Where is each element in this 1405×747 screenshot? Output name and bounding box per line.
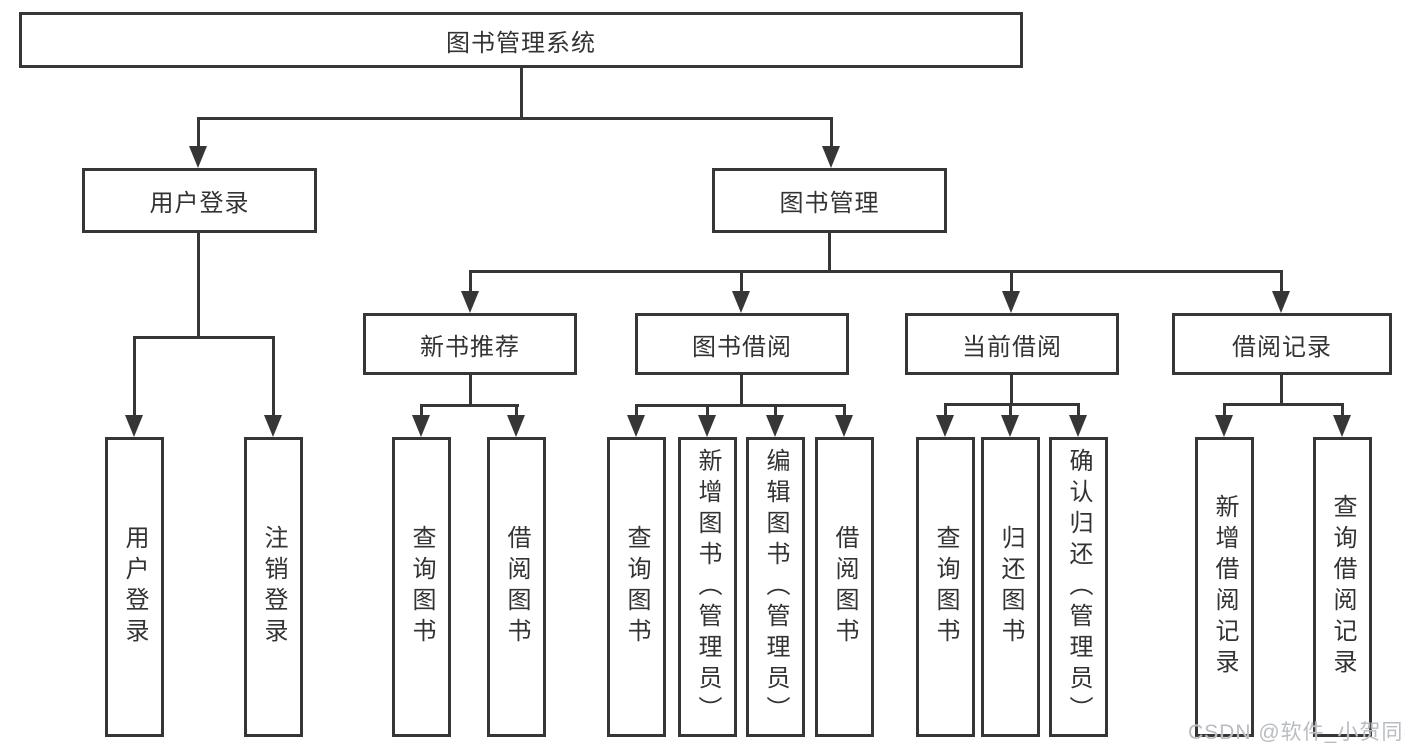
connector-line xyxy=(133,336,275,339)
connector-line xyxy=(774,404,777,417)
connector-line xyxy=(197,117,833,120)
arrow-down-icon xyxy=(835,415,853,437)
connector-line xyxy=(515,404,518,417)
arrow-down-icon xyxy=(461,291,479,313)
connector-line xyxy=(420,404,519,407)
connector-line xyxy=(1010,373,1013,405)
leaf-confirm-return-admin-box: 确认归还（管理员） xyxy=(1049,437,1108,737)
connector-line xyxy=(197,231,200,338)
current-borrow-group-label: 当前借阅 xyxy=(962,333,1062,361)
connector-line xyxy=(420,404,423,417)
arrow-down-icon xyxy=(1333,415,1351,437)
leaf-user-login-box: 用户登录 xyxy=(105,437,164,737)
book-borrow-group-box: 图书借阅 xyxy=(635,313,849,375)
arrow-down-icon xyxy=(1002,291,1020,313)
arrow-down-icon xyxy=(627,415,645,437)
connector-line xyxy=(469,373,472,406)
root-label: 图书管理系统 xyxy=(446,29,596,57)
arrow-down-icon xyxy=(412,415,430,437)
connector-line xyxy=(635,404,846,407)
connector-line xyxy=(1009,403,1012,417)
new-book-group-label: 新书推荐 xyxy=(420,333,520,361)
connector-line xyxy=(1223,403,1226,417)
connector-line xyxy=(133,336,136,417)
arrow-down-icon xyxy=(264,415,282,437)
arrow-down-icon xyxy=(189,146,207,168)
arrow-down-icon xyxy=(766,415,784,437)
connector-line xyxy=(706,404,709,417)
arrow-down-icon xyxy=(507,415,525,437)
connector-line xyxy=(635,404,638,417)
connector-line xyxy=(272,336,275,417)
leaf-add-books-admin-box: 新增图书（管理员） xyxy=(678,437,737,737)
connector-line xyxy=(830,117,833,148)
leaf-return-books-box: 归还图书 xyxy=(981,437,1040,737)
connector-line xyxy=(1280,270,1283,293)
connector-line xyxy=(469,270,1283,273)
connector-line xyxy=(197,117,200,148)
borrow-record-group-box: 借阅记录 xyxy=(1172,313,1392,375)
connector-line xyxy=(740,270,743,293)
current-borrow-group-box: 当前借阅 xyxy=(905,313,1119,375)
arrow-down-icon xyxy=(1272,291,1290,313)
book-mgmt-branch-label: 图书管理 xyxy=(779,190,880,217)
watermark: CSDN @软件_小贺同学 xyxy=(1188,721,1405,744)
connector-line xyxy=(1077,403,1080,417)
book-mgmt-branch-box: 图书管理 xyxy=(712,168,947,233)
new-book-group-box: 新书推荐 xyxy=(363,313,577,375)
connector-line xyxy=(1010,270,1013,293)
arrow-down-icon xyxy=(822,146,840,168)
arrow-down-icon xyxy=(732,291,750,313)
root-box: 图书管理系统 xyxy=(19,12,1023,68)
connector-line xyxy=(944,403,947,417)
user-login-branch-label: 用户登录 xyxy=(149,190,250,217)
leaf-query-books-box: 查询图书 xyxy=(916,437,975,737)
leaf-borrow-books-box: 借阅图书 xyxy=(487,437,546,737)
connector-line xyxy=(1341,403,1344,417)
connector-line xyxy=(740,373,743,406)
arrow-down-icon xyxy=(698,415,716,437)
leaf-add-borrow-record-box: 新增借阅记录 xyxy=(1195,437,1254,737)
leaf-borrow-books-box: 借阅图书 xyxy=(815,437,874,737)
borrow-record-group-label: 借阅记录 xyxy=(1232,333,1332,361)
arrow-down-icon xyxy=(125,415,143,437)
connector-line xyxy=(1223,403,1343,406)
leaf-edit-books-admin-box: 编辑图书（管理员） xyxy=(746,437,805,737)
connector-line xyxy=(1280,373,1283,405)
connector-line xyxy=(520,66,523,119)
leaf-query-borrow-record-box: 查询借阅记录 xyxy=(1313,437,1372,737)
connector-line xyxy=(828,230,831,272)
book-borrow-group-label: 图书借阅 xyxy=(692,333,792,361)
connector-line xyxy=(843,404,846,417)
user-login-branch-box: 用户登录 xyxy=(82,168,317,233)
leaf-query-books-box: 查询图书 xyxy=(607,437,666,737)
connector-line xyxy=(469,270,472,293)
arrow-down-icon xyxy=(1001,415,1019,437)
arrow-down-icon xyxy=(936,415,954,437)
arrow-down-icon xyxy=(1215,415,1233,437)
connector-line xyxy=(944,403,1080,406)
arrow-down-icon xyxy=(1069,415,1087,437)
leaf-query-books-box: 查询图书 xyxy=(392,437,451,737)
leaf-logout-box: 注销登录 xyxy=(244,437,303,737)
